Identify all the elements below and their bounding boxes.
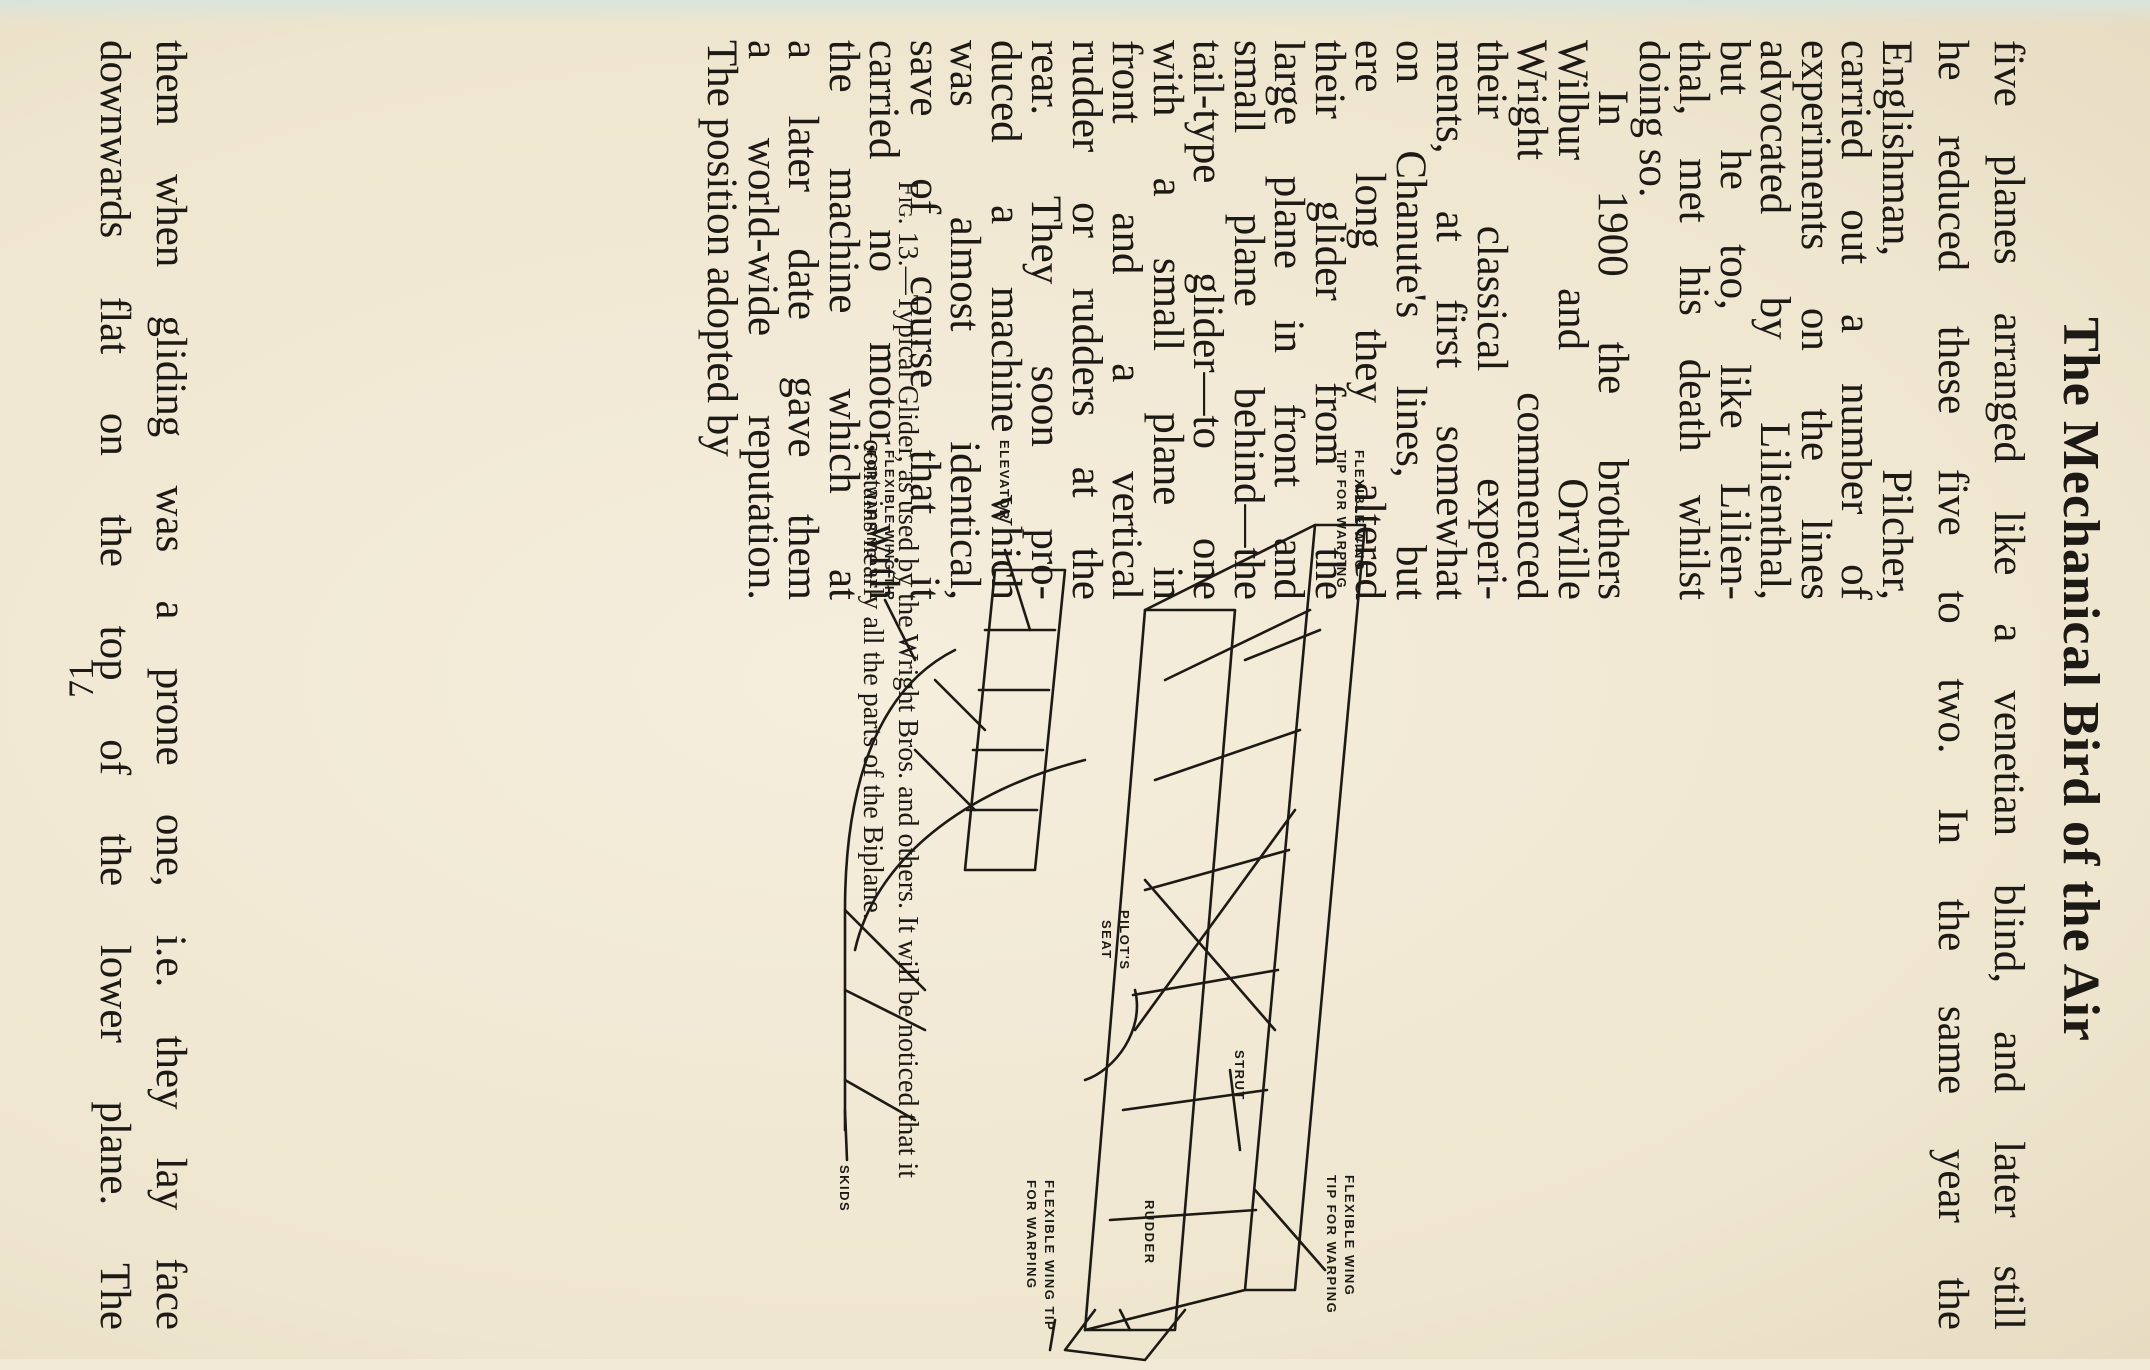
label-wing-tip-bottom-left-1: FLEXIBLE WING TIP xyxy=(882,450,897,601)
left-column-line: Wright commenced xyxy=(1508,40,1556,600)
label-wing-tip-top-left-1: FLEXIBLE WING xyxy=(1352,450,1367,571)
figure-caption: Fig. 13.—Typical Glider, as used by the … xyxy=(855,0,925,1359)
caption-line-2: contains nearly all the parts of the Bip… xyxy=(857,439,888,920)
label-pilots-seat-2: SEAT xyxy=(1099,920,1114,960)
left-column-line: ments, at first somewhat xyxy=(1427,40,1475,600)
caption-figure-number: Fig. 13. xyxy=(892,181,923,267)
left-column-line: Wilbur and Orville xyxy=(1549,40,1596,600)
left-column-line: on Chanute's lines, but xyxy=(1387,40,1434,600)
body-line-full-1: five planes arranged like a venetian bli… xyxy=(1985,40,2032,1330)
left-column-line: Englishman, Pilcher, xyxy=(1873,40,1920,600)
caption-text-1: —Typical Glider, as used by the Wright B… xyxy=(892,266,923,1178)
page-number: 71 xyxy=(61,662,101,698)
left-column-line: The position adopted by xyxy=(698,40,746,457)
left-column-line: In 1900 the brothers xyxy=(1589,90,1637,600)
running-head: The Mechanical Bird of the Air xyxy=(2052,317,2109,1042)
left-column-line: but he too, like Lilien- xyxy=(1711,40,1758,600)
label-pilots-seat-1: PILOT'S xyxy=(1117,910,1132,971)
caption-line-1: Fig. 13.—Typical Glider, as used by the … xyxy=(890,0,925,1359)
skids xyxy=(843,648,957,1132)
label-elevator: ELEVATOR xyxy=(997,440,1012,521)
left-column-line: doing so. xyxy=(1630,40,1677,198)
label-wing-tip-bottom-left-2: FOR WARPING xyxy=(864,450,879,560)
label-wing-tip-right-1: FLEXIBLE WING xyxy=(1342,1175,1357,1296)
rudder xyxy=(1063,1308,1187,1362)
left-column-line: a later date gave them xyxy=(779,40,827,600)
label-wing-tip-bottom-right-1: FLEXIBLE WING TIP xyxy=(1042,1180,1057,1331)
label-wing-tip-bottom-right-2: FOR WARPING xyxy=(1024,1180,1039,1290)
label-strut: STRUT xyxy=(1232,1050,1247,1101)
left-column-line: carried out a number of xyxy=(1832,40,1880,600)
left-column-line: thal, met his death whilst xyxy=(1670,40,1718,600)
left-column-line: advocated by Lilienthal, xyxy=(1751,40,1799,600)
body-line-bottom-1: them when gliding was a prone one, i.e. … xyxy=(147,40,194,1330)
label-skids: SKIDS xyxy=(837,1165,852,1212)
glider-figure: FLEXIBLE WING TIP FOR WARPING FLEXIBLE W… xyxy=(825,430,1385,1370)
page-top-edge xyxy=(0,0,2150,26)
left-column-line: experiments on the lines xyxy=(1792,40,1839,600)
left-column-line: their classical experi- xyxy=(1468,40,1515,600)
bottom-line-1-text: them when gliding was a prone one, i.e. … xyxy=(147,40,194,1330)
glider-drawing: FLEXIBLE WING TIP FOR WARPING FLEXIBLE W… xyxy=(837,440,1367,1362)
label-wing-tip-right-2: TIP FOR WARPING xyxy=(1324,1175,1339,1314)
label-rudder: RUDDER xyxy=(1142,1200,1157,1265)
left-column-line: a world-wide reputation. xyxy=(739,40,786,600)
lower-plane xyxy=(1083,608,1237,1332)
pilots-seat-outline xyxy=(1083,988,1139,1082)
label-wing-tip-top-left-2: TIP FOR WARPING xyxy=(1334,450,1349,589)
elevator xyxy=(963,568,1067,872)
body-line-full-2: he reduced these five to two. In the sam… xyxy=(1929,40,1976,1330)
